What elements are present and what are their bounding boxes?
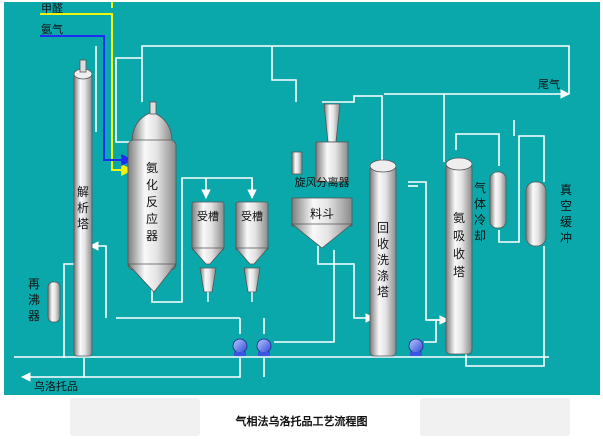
- absorption-tower-char-3: 收: [453, 247, 465, 261]
- vacuum-buffer-char-2: 空: [560, 199, 572, 213]
- cyclone-separator: 旋风分离器: [291, 103, 350, 189]
- receiver-left: 受槽: [191, 201, 225, 302]
- reactor-char-4: 应: [146, 211, 158, 226]
- decomposition-tower-char-1: 解: [77, 185, 89, 199]
- reactor-char-1: 氨: [146, 161, 158, 175]
- absorption-tower-char-2: 吸: [453, 229, 465, 243]
- reboiler: 再 沸 器: [28, 277, 61, 323]
- gas-cooler-char-3: 冷: [474, 213, 486, 227]
- diagram-canvas: 甲醛 氨气: [4, 2, 600, 395]
- reboiler-char-3: 器: [28, 309, 40, 323]
- receiver-right-char-1: 受槽: [241, 210, 263, 223]
- decomposition-tower: 解 析 塔: [73, 59, 93, 357]
- watermark-block-right: [420, 398, 570, 436]
- hopper-label: 料斗: [310, 207, 334, 221]
- reboiler-char-1: 再: [28, 277, 40, 291]
- reactor-char-3: 反: [146, 195, 158, 209]
- receiver-right: 受槽: [235, 201, 269, 302]
- hopper: 料斗: [290, 197, 354, 249]
- figure-caption: 气相法乌洛托品工艺流程图: [235, 415, 368, 428]
- formaldehyde-label: 甲醛: [41, 2, 63, 15]
- recovery-tower: 回 收 洗 涤 塔: [369, 159, 397, 357]
- vacuum-buffer: 真 空 缓 冲: [525, 181, 572, 247]
- decomposition-tower-char-2: 析: [77, 201, 89, 215]
- pump-1: [232, 338, 248, 356]
- reactor-char-2: 化: [146, 178, 158, 192]
- watermark-block-left: [70, 398, 200, 436]
- reactor-char-5: 器: [146, 229, 158, 243]
- tail-gas-label: 尾气: [538, 77, 560, 91]
- recovery-tower-char-3: 洗: [377, 253, 389, 267]
- pump-3: [408, 338, 424, 356]
- recovery-tower-char-1: 回: [377, 221, 389, 235]
- cyclone-label: 旋风分离器: [295, 175, 350, 189]
- gas-cooler-char-2: 体: [474, 197, 486, 211]
- absorption-tower: 氨 吸 收 塔: [445, 157, 473, 355]
- product-label: 乌洛托品: [34, 379, 78, 393]
- formaldehyde-feed-line: [40, 13, 134, 176]
- recovery-tower-char-4: 涤: [377, 269, 389, 283]
- vacuum-buffer-char-4: 冲: [560, 230, 572, 245]
- ammonia-feed-line: [40, 35, 134, 166]
- recovery-tower-char-2: 收: [377, 237, 389, 251]
- ammonia-label: 氨气: [41, 22, 63, 36]
- reboiler-char-2: 沸: [28, 293, 40, 307]
- gas-cooler-char-1: 气: [474, 180, 486, 195]
- gas-cooler: 气 体 冷 却: [474, 171, 507, 243]
- process-pipes: [14, 45, 570, 382]
- ammoniation-reactor: 氨 化 反 应 器: [127, 101, 177, 293]
- recovery-tower-char-5: 塔: [377, 285, 389, 299]
- absorption-tower-char-1: 氨: [453, 211, 465, 225]
- absorption-tower-char-4: 塔: [453, 265, 465, 279]
- gas-cooler-char-4: 却: [474, 229, 486, 243]
- receiver-left-char-1: 受槽: [197, 210, 219, 223]
- vacuum-buffer-char-1: 真: [560, 183, 572, 197]
- vacuum-buffer-char-3: 缓: [560, 215, 572, 229]
- decomposition-tower-char-3: 塔: [77, 217, 89, 231]
- pump-2: [256, 338, 272, 356]
